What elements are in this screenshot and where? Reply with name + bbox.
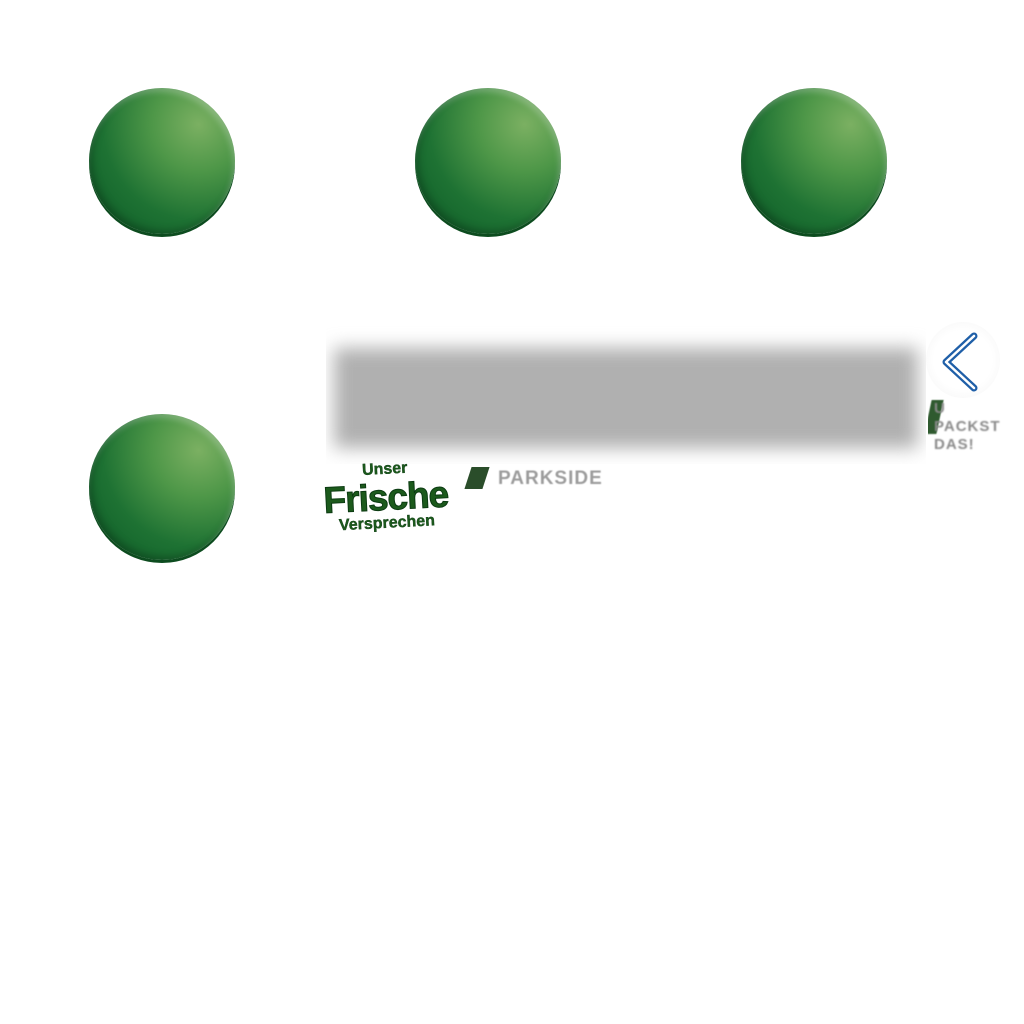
promo-banner[interactable] xyxy=(326,326,926,464)
logo-text-versprechen: Versprechen xyxy=(338,512,436,535)
parkside-slash-mark xyxy=(464,467,490,489)
category-button-3[interactable] xyxy=(741,88,887,234)
promo-line-3: DAS! xyxy=(934,436,975,453)
category-button-2[interactable] xyxy=(415,88,561,234)
category-button-4[interactable] xyxy=(89,414,235,560)
parkside-brand-name: PARKSIDE xyxy=(498,468,603,489)
promo-slogan: U PACKST DAS! xyxy=(928,398,1024,458)
promo-banner-image xyxy=(334,348,918,448)
parkside-logo[interactable]: PARKSIDE xyxy=(462,466,622,492)
frische-versprechen-logo[interactable]: Unser Frische Versprechen xyxy=(322,455,466,546)
promo-line-1: U xyxy=(934,400,946,417)
promo-line-2: PACKST xyxy=(934,418,1001,435)
category-button-1[interactable] xyxy=(89,88,235,234)
carousel-prev-button[interactable] xyxy=(926,322,1000,398)
chevron-left-icon xyxy=(942,332,978,392)
